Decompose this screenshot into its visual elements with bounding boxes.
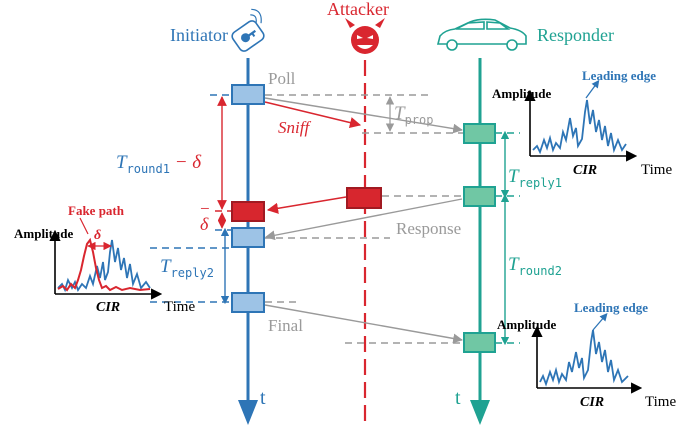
initiator-title: Initiator [170,25,228,45]
t-reply1-label: Treply1 [508,166,562,190]
final-rx-box [463,332,496,353]
cir-label: CIR [96,300,120,315]
time-label: Time [641,162,672,178]
cir-plot-initiator: Fake path δ Amplitude Time CIR [14,203,195,315]
devil-icon [345,18,385,54]
final-label: Final [268,316,303,335]
time-label: Time [164,299,195,315]
responder-timeline-arrowhead [470,400,490,425]
delta-mark: δ [200,214,209,234]
delta-label: δ [94,228,101,243]
cir-waveform [57,239,151,293]
cir-label: CIR [573,163,597,178]
response-label: Response [396,219,461,238]
responder-time-label: t [455,387,461,409]
time-label: Time [645,394,676,410]
t-reply2-label: Treply2 [160,256,214,280]
leading-edge-label: Leading edge [582,68,656,83]
poll-tx-box [231,84,265,105]
final-arrow [264,304,463,344]
cir-plot-responder-top: Amplitude Leading edge Time CIR [492,68,672,178]
t-round1-label: Tround1 − δ [116,152,202,176]
amplitude-label: Amplitude [14,226,73,241]
fake-path-waveform [57,237,151,292]
response-rx-box [231,227,265,248]
poll-arrow [264,97,463,134]
minus-mark: − [200,199,210,218]
fake-path-label: Fake path [68,203,125,218]
initiator-time-label: t [260,387,266,409]
cir-waveform [539,329,629,387]
leading-edge-label: Leading edge [574,300,648,315]
cir-waveform [532,99,627,155]
amplitude-label: Amplitude [492,86,551,101]
attacker-replay-arrow [266,196,347,214]
final-tx-box [231,292,265,313]
cir-plot-responder-bottom: Amplitude Leading edge Time CIR [497,300,676,410]
cir-label: CIR [580,395,604,410]
t-round2-label: Tround2 [508,254,562,278]
fake-response-rx-box [231,201,265,222]
responder-title: Responder [537,25,614,45]
response-arrow [265,198,463,241]
sniff-arrow [264,101,362,129]
poll-label: Poll [268,69,296,88]
response-tx-box [463,186,496,207]
t-prop-label: Tprop [394,103,433,127]
car-icon [436,18,527,51]
key-fob-icon [231,8,265,52]
amplitude-label: Amplitude [497,317,556,332]
sniff-label: Sniff [278,118,311,137]
initiator-timeline-arrowhead [238,400,258,425]
attacker-title: Attacker [327,0,389,19]
attacker-box [346,187,382,209]
poll-rx-box [463,123,496,144]
